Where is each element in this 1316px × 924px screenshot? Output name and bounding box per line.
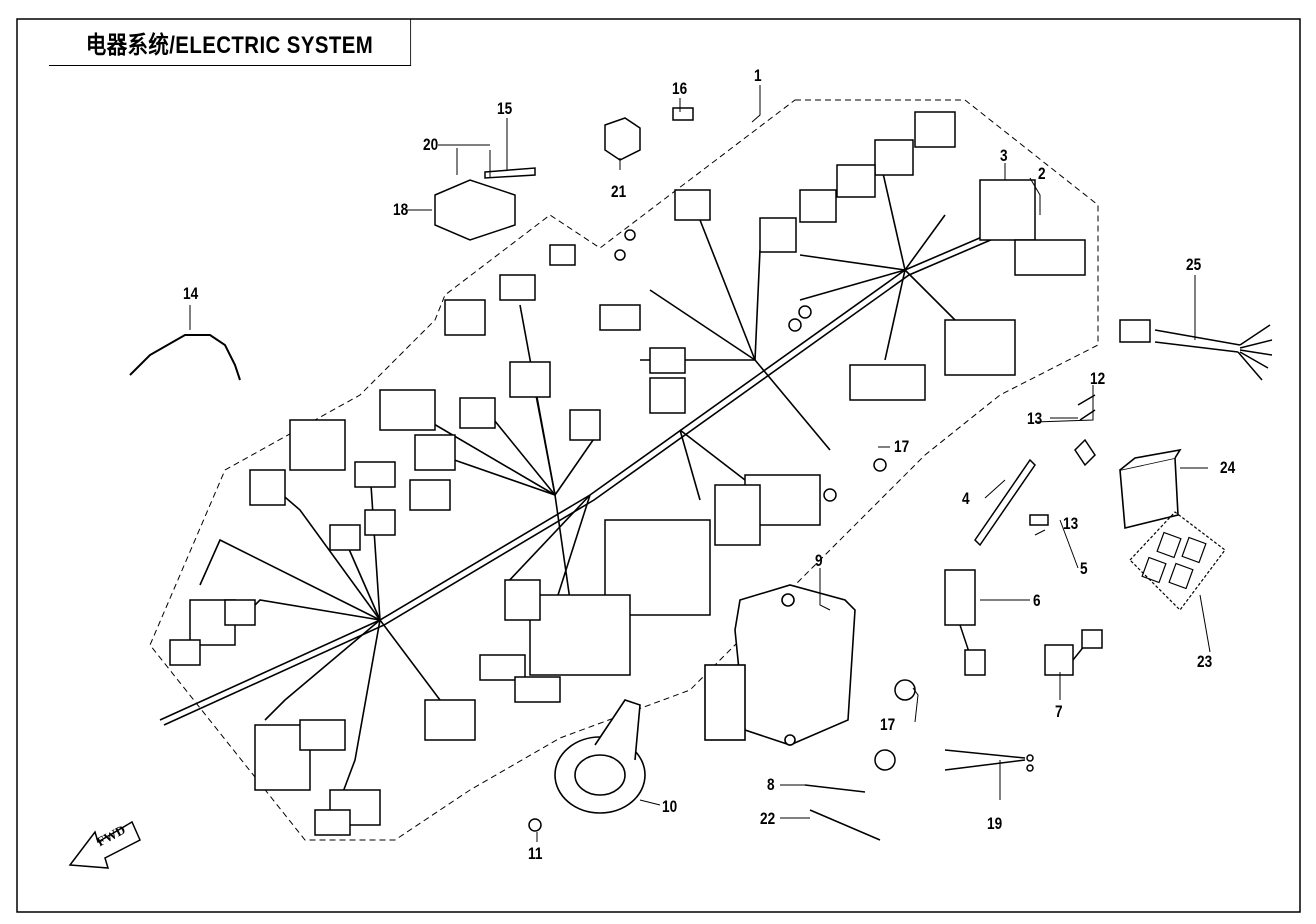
callout-9: 9: [815, 551, 823, 570]
callout-7: 7: [1055, 702, 1063, 721]
callout-8: 8: [767, 775, 775, 794]
callout-11: 11: [528, 844, 543, 863]
harness-19: [944, 749, 1034, 772]
battery: [1119, 448, 1182, 529]
battery-pads: [1129, 511, 1226, 611]
callout-5: 5: [1080, 559, 1088, 578]
callout-20: 20: [423, 135, 439, 154]
relay-7: [1044, 629, 1103, 676]
page-title: 电器系统/ELECTRIC SYSTEM: [48, 19, 412, 66]
cable-25: [1119, 319, 1273, 381]
harness-wires: [159, 159, 1015, 801]
regulator-18: [434, 167, 536, 241]
callout-15: 15: [497, 99, 513, 118]
callout-14: 14: [183, 284, 199, 303]
callout-13b: 13: [1063, 514, 1079, 533]
harness-boundary: [149, 99, 1099, 841]
switch-6: [944, 569, 986, 676]
callout-16: 16: [672, 79, 688, 98]
cable-14: [129, 334, 241, 381]
small-parts: [528, 107, 1096, 841]
outer-border: [16, 18, 1301, 913]
callout-2: 2: [1038, 164, 1046, 183]
callout-23: 23: [1197, 652, 1213, 671]
callout-13a: 13: [1027, 409, 1043, 428]
leader-lines: [189, 85, 1211, 842]
strap-4: [974, 458, 1036, 547]
callout-10: 10: [662, 797, 678, 816]
fwd-arrow: [68, 820, 141, 869]
callout-18: 18: [393, 200, 409, 219]
callout-12: 12: [1090, 369, 1106, 388]
connectors: [169, 111, 1086, 836]
callout-1: 1: [754, 66, 762, 85]
callout-22: 22: [760, 809, 776, 828]
callout-3: 3: [1000, 146, 1008, 165]
callout-19: 19: [987, 814, 1003, 833]
callout-17b: 17: [880, 715, 896, 734]
callout-6: 6: [1033, 591, 1041, 610]
callout-21: 21: [611, 182, 627, 201]
callout-17a: 17: [894, 437, 910, 456]
callout-4: 4: [962, 489, 970, 508]
horn: [554, 699, 646, 814]
ecu: [704, 584, 856, 746]
callout-25: 25: [1186, 255, 1202, 274]
callout-24: 24: [1220, 458, 1236, 477]
ring-terminals: [614, 229, 887, 502]
